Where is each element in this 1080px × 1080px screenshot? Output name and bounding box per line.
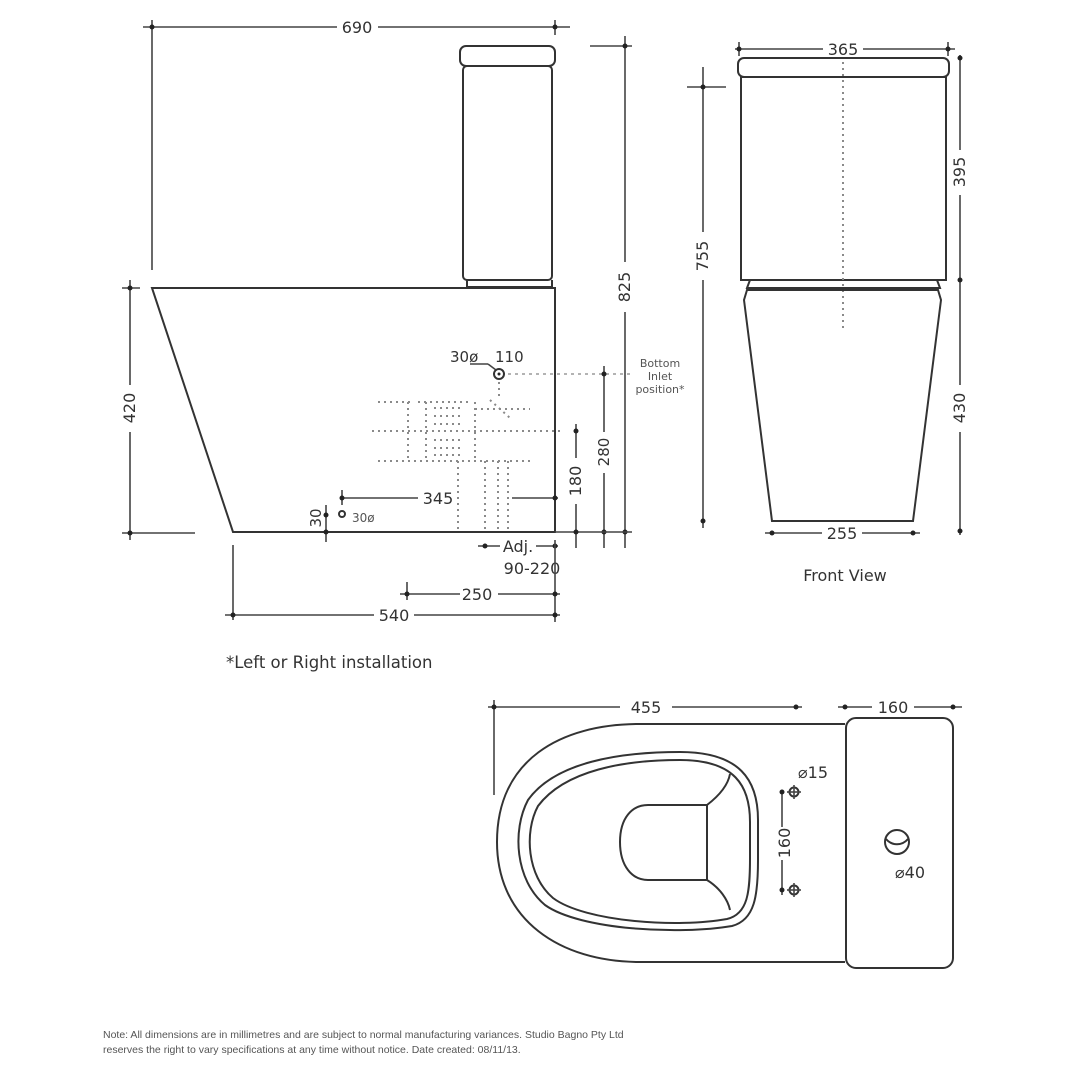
dim-overall-height: 825	[615, 272, 634, 303]
front-view: 365 755 395 430 255 Front View	[687, 40, 969, 585]
dim-footprint-length: 540	[379, 606, 410, 625]
bottom-inlet-label: Bottom	[640, 357, 680, 370]
dim-cistern-width: 365	[828, 40, 859, 59]
internal-trap-hidden-lines	[372, 382, 560, 532]
adjustable-range: 90-220	[504, 559, 561, 578]
dim-seat-hole-spacing: 160	[775, 828, 794, 859]
dim-cistern-height: 395	[950, 157, 969, 188]
front-view-title: Front View	[803, 566, 887, 585]
flush-button-icon	[884, 829, 910, 855]
footer-note: Note: All dimensions are in millimetres …	[103, 1028, 803, 1058]
footer-note-line-2: reserves the right to vary specification…	[103, 1044, 521, 1056]
dim-bottom-inlet-offset: 30	[307, 508, 325, 527]
dim-inlet-height: 280	[595, 438, 613, 467]
footer-note-line-1: Note: All dimensions are in millimetres …	[103, 1029, 624, 1041]
adjustable-label: Adj.	[503, 537, 533, 556]
installation-note: *Left or Right installation	[226, 653, 432, 672]
dim-front-overall-height: 755	[693, 241, 712, 272]
side-view: 690 825 420 30ø 110 Bottom Inlet posi	[120, 18, 685, 672]
button-diameter: ⌀40	[895, 863, 925, 882]
top-inlet-offset: 110	[495, 348, 524, 366]
inlet-hole-icon	[493, 368, 505, 380]
seat-hole-diameter: ⌀15	[798, 763, 828, 782]
dim-cistern-depth: 160	[878, 698, 909, 717]
seat-hole-icon	[787, 883, 801, 897]
dim-waste-distance: 345	[423, 489, 454, 508]
dim-pan-length: 455	[631, 698, 662, 717]
dim-waste-height: 180	[566, 466, 585, 497]
dim-front-pan-height: 430	[950, 393, 969, 424]
seat-hole-icon	[787, 785, 801, 799]
svg-text:Inlet: Inlet	[648, 370, 673, 383]
dim-base-width: 255	[827, 524, 858, 543]
top-inlet-diameter: 30ø	[450, 348, 478, 366]
dim-250: 250	[462, 585, 493, 604]
dim-pan-height: 420	[120, 393, 139, 424]
top-view: 455 160 ⌀15 160	[488, 698, 962, 969]
bottom-inlet-diameter: 30ø	[352, 511, 375, 525]
svg-text:position*: position*	[635, 383, 685, 396]
dim-overall-length: 690	[342, 18, 373, 37]
bottom-inlet-hole-icon	[338, 510, 346, 518]
